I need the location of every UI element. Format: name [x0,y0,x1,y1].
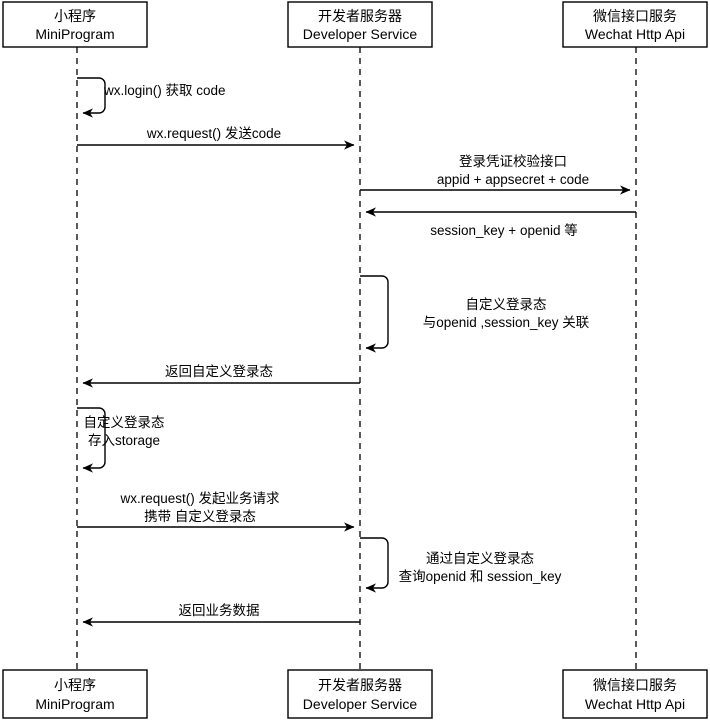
message-label: session_key + openid 等 [430,222,577,238]
message-label-line1: 登录凭证校验接口 [459,153,567,169]
participant-name-en: Developer Service [303,26,418,42]
participant-box-miniprogram-bottom: 小程序 MiniProgram [2,669,148,719]
participant-name-cn: 开发者服务器 [318,8,402,24]
participant-name-cn: 微信接口服务 [593,8,677,24]
message-wx-request-business: wx.request() 发起业务请求 携带 自定义登录态 [77,491,355,532]
message-label-line1: 自定义登录态 [84,415,165,430]
message-self-query-openid: 通过自定义登录态 查询openid 和 session_key [360,537,562,593]
participant-box-developer-service-bottom: 开发者服务器 Developer Service [287,669,433,719]
participant-name-en: Wechat Http Api [585,696,685,712]
participant-box-miniprogram-top: 小程序 MiniProgram [2,1,148,48]
message-session-key-openid: session_key + openid 等 [365,207,636,238]
message-label-line2: 存入storage [88,433,160,448]
message-label: 返回自定义登录态 [165,364,273,379]
message-label-line2: 与openid ,session_key 关联 [423,315,590,330]
message-label: wx.request() 发送code [146,126,281,141]
participant-box-wechat-http-api-bottom: 微信接口服务 Wechat Http Api [562,669,708,719]
message-label-line1: wx.request() 发起业务请求 [119,491,280,506]
participant-name-cn: 小程序 [54,677,96,693]
participant-name-en: MiniProgram [35,26,114,42]
participant-box-developer-service-top: 开发者服务器 Developer Service [287,1,433,48]
message-label-line2: 查询openid 和 session_key [399,569,562,584]
message-return-business-data: 返回业务数据 [82,603,360,627]
message-self-custom-login-state: 自定义登录态 与openid ,session_key 关联 [360,275,590,353]
message-label-line1: 通过自定义登录态 [426,551,534,566]
message-login-credential-verify: 登录凭证校验接口 appid + appsecret + code [360,153,631,195]
message-label: wx.login() 获取 code [103,83,226,98]
message-self-store-login-state: 自定义登录态 存入storage [77,407,165,473]
message-label-line2: 携带 自定义登录态 [144,509,256,524]
message-self-wx-login: wx.login() 获取 code [77,77,226,118]
participant-name-cn: 微信接口服务 [593,677,677,693]
message-wx-request-send-code: wx.request() 发送code [77,126,355,150]
message-label-line2: appid + appsecret + code [437,172,589,187]
participant-name-en: Developer Service [303,696,418,712]
participant-name-en: MiniProgram [35,696,114,712]
message-return-custom-login-state: 返回自定义登录态 [82,364,360,388]
participant-name-en: Wechat Http Api [585,26,685,42]
participant-name-cn: 开发者服务器 [318,677,402,693]
participant-name-cn: 小程序 [54,8,96,24]
participant-box-wechat-http-api-top: 微信接口服务 Wechat Http Api [562,1,708,48]
message-label-line1: 自定义登录态 [466,297,547,312]
message-label: 返回业务数据 [179,603,260,618]
